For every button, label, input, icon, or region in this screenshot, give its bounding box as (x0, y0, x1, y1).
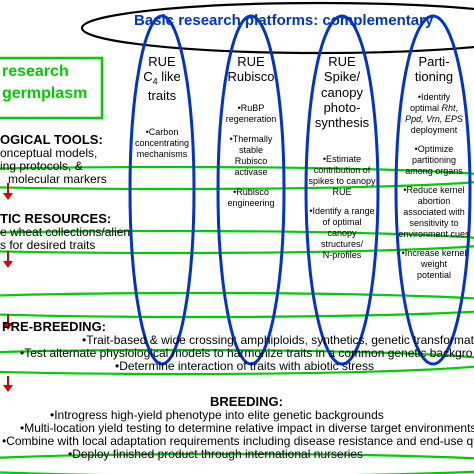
prebreeding-line-3: •Determine interaction of traits with ab… (115, 359, 374, 373)
column-item: •Thermally stable Rubisco activase (229, 133, 273, 177)
prebreeding-line-1: •Trait-based & wide crossing: amphiploid… (82, 333, 474, 347)
prebreeding-title: PRE-BREEDING: (2, 319, 107, 334)
band-ellipse-resources (0, 229, 474, 255)
band-ellipse-prebreeding-bottom (0, 348, 474, 376)
breeding-title: BREEDING: (210, 394, 283, 409)
column-item: •Rubisco engineering (227, 186, 275, 208)
gene-rht: Rht (441, 102, 456, 113)
resources-title: TIC RESOURCES: (0, 211, 112, 226)
column-title-rubisco: RUE Rubisco (227, 54, 275, 85)
column-items-rubisco: •RuBP regeneration •Thermally stable Rub… (211, 103, 291, 209)
column-item: •Identify optimal Rht, Ppd, Vrn, EPS dep… (405, 92, 463, 135)
column-item: •Increase kernel weight potential (401, 247, 467, 280)
column-ellipse-rubisco (216, 14, 286, 366)
gene-text-optimal: optimal (409, 102, 442, 113)
column-item: •RuBP regeneration (225, 103, 277, 124)
tools-line-1: onceptual models, (0, 146, 98, 160)
gene-comma: , (455, 102, 459, 113)
column-title-partitioning: Parti- tioning (414, 54, 454, 85)
breeding-line-3: •Combine with local adaptation requireme… (2, 434, 474, 448)
tools-line-2: ing protocols, & (0, 159, 83, 173)
breeding-line-4: •Deploy finished product through interna… (68, 447, 364, 461)
breeding-line-1: •Introgress high-yield phenotype into el… (50, 408, 384, 422)
c4-subscript: 4 (152, 76, 158, 87)
column-ellipse-partitioning (394, 14, 472, 366)
prebreeding-line-2: •Test alternate physiological models to … (20, 346, 473, 360)
tools-line-3: molecular markers (8, 172, 107, 186)
column-ellipse-spike (304, 14, 380, 366)
column-items-c4: •Carbon concentrating mechanisms (122, 127, 202, 160)
band-ellipse-tools (0, 165, 474, 191)
column-item: •Reduce kernel abortion associated with … (398, 184, 470, 239)
tools-title: OGICAL TOOLS: (0, 132, 103, 147)
down-arrow-3 (3, 314, 13, 330)
c4-suffix: like (157, 69, 181, 85)
column-ellipse-c4 (128, 14, 196, 366)
down-arrow-1 (3, 183, 13, 200)
column-items-partitioning: •Identify optimal Rht, Ppd, Vrn, EPS dep… (393, 92, 474, 281)
band-ellipse-prebreeding-top (0, 291, 474, 319)
down-arrow-2 (3, 251, 13, 268)
column-item: •Identify a range of optimal canopy stru… (309, 205, 375, 260)
gene-ppd-vrn-eps: Ppd, Vrn, EPS (405, 113, 463, 124)
column-title-spike: RUE Spike/ canopy photo- synthesis (314, 54, 370, 131)
breeding-line-2: •Multi-location yield testing to determi… (20, 421, 474, 435)
column-title-c4: RUE C4 like traits (143, 54, 181, 103)
resources-line-2: s for desired traits (0, 238, 96, 252)
resources-line-1: e wheat collections/alien (0, 225, 131, 239)
left-germplasm-box (0, 56, 104, 120)
left-box-line2: germplasm (2, 85, 88, 102)
column-item: •Estimate contribution of spikes to cano… (308, 154, 376, 197)
column-item: •Carbon concentrating mechanisms (134, 127, 190, 159)
down-arrow-4 (3, 376, 13, 392)
header-title: Basic research platforms: complementary (134, 12, 434, 29)
column-items-spike: •Estimate contribution of spikes to cano… (300, 154, 384, 261)
c4-prefix: C (143, 69, 153, 85)
column-item: •Optimize partitioning among organs (405, 143, 463, 176)
left-box-line1: research (2, 63, 69, 80)
band-ellipse-breeding (0, 452, 474, 474)
